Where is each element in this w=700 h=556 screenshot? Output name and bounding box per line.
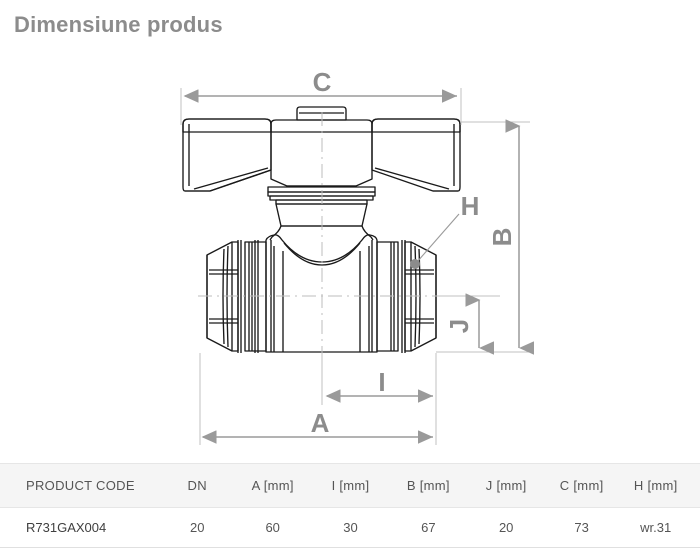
stem-collar-group bbox=[267, 186, 376, 205]
table-row[interactable]: R731GAX004 20 60 30 67 20 73 wr.31 bbox=[0, 508, 700, 548]
column-header-b: B [mm] bbox=[406, 478, 450, 493]
table-header-row: PRODUCT CODE DN A [mm] I [mm] B [mm] J [… bbox=[0, 463, 700, 508]
dimension-label-A: A bbox=[311, 408, 330, 438]
cell-h: wr.31 bbox=[640, 520, 672, 535]
handle-group bbox=[182, 106, 461, 192]
cell-b: 67 bbox=[421, 520, 436, 535]
cell-a: 60 bbox=[265, 520, 280, 535]
dimension-label-H: H bbox=[461, 191, 480, 221]
cell-c: 73 bbox=[574, 520, 589, 535]
column-header-h: H [mm] bbox=[633, 478, 678, 493]
column-header-j: J [mm] bbox=[485, 478, 527, 493]
dimension-label-I: I bbox=[378, 367, 385, 397]
column-header-i: I [mm] bbox=[331, 478, 370, 493]
dimension-label-C: C bbox=[313, 67, 332, 97]
dimension-label-J: J bbox=[444, 319, 474, 333]
cell-product-code: R731GAX004 bbox=[26, 520, 107, 535]
dimension-label-B: B bbox=[487, 228, 517, 247]
column-header-c: C [mm] bbox=[559, 478, 604, 493]
leader-dot-H bbox=[410, 259, 420, 269]
cell-dn: 20 bbox=[189, 520, 205, 535]
dimension-arrows-group bbox=[183, 89, 534, 444]
column-header-product-code: PRODUCT CODE bbox=[26, 478, 135, 493]
leader-line-H bbox=[416, 213, 460, 263]
page-title: Dimensiune produs bbox=[14, 12, 223, 37]
centerlines-group bbox=[198, 112, 448, 380]
dimension-table: PRODUCT CODE DN A [mm] I [mm] B [mm] J [… bbox=[0, 463, 700, 548]
column-header-dn: DN bbox=[187, 478, 207, 493]
column-header-a: A [mm] bbox=[251, 478, 294, 493]
dimension-labels-group: C B H J I A bbox=[311, 67, 517, 438]
cell-i: 30 bbox=[343, 520, 358, 535]
product-dimension-drawing: C B H J I A bbox=[0, 50, 700, 460]
cell-j: 20 bbox=[498, 520, 514, 535]
extension-lines-group bbox=[180, 88, 530, 445]
